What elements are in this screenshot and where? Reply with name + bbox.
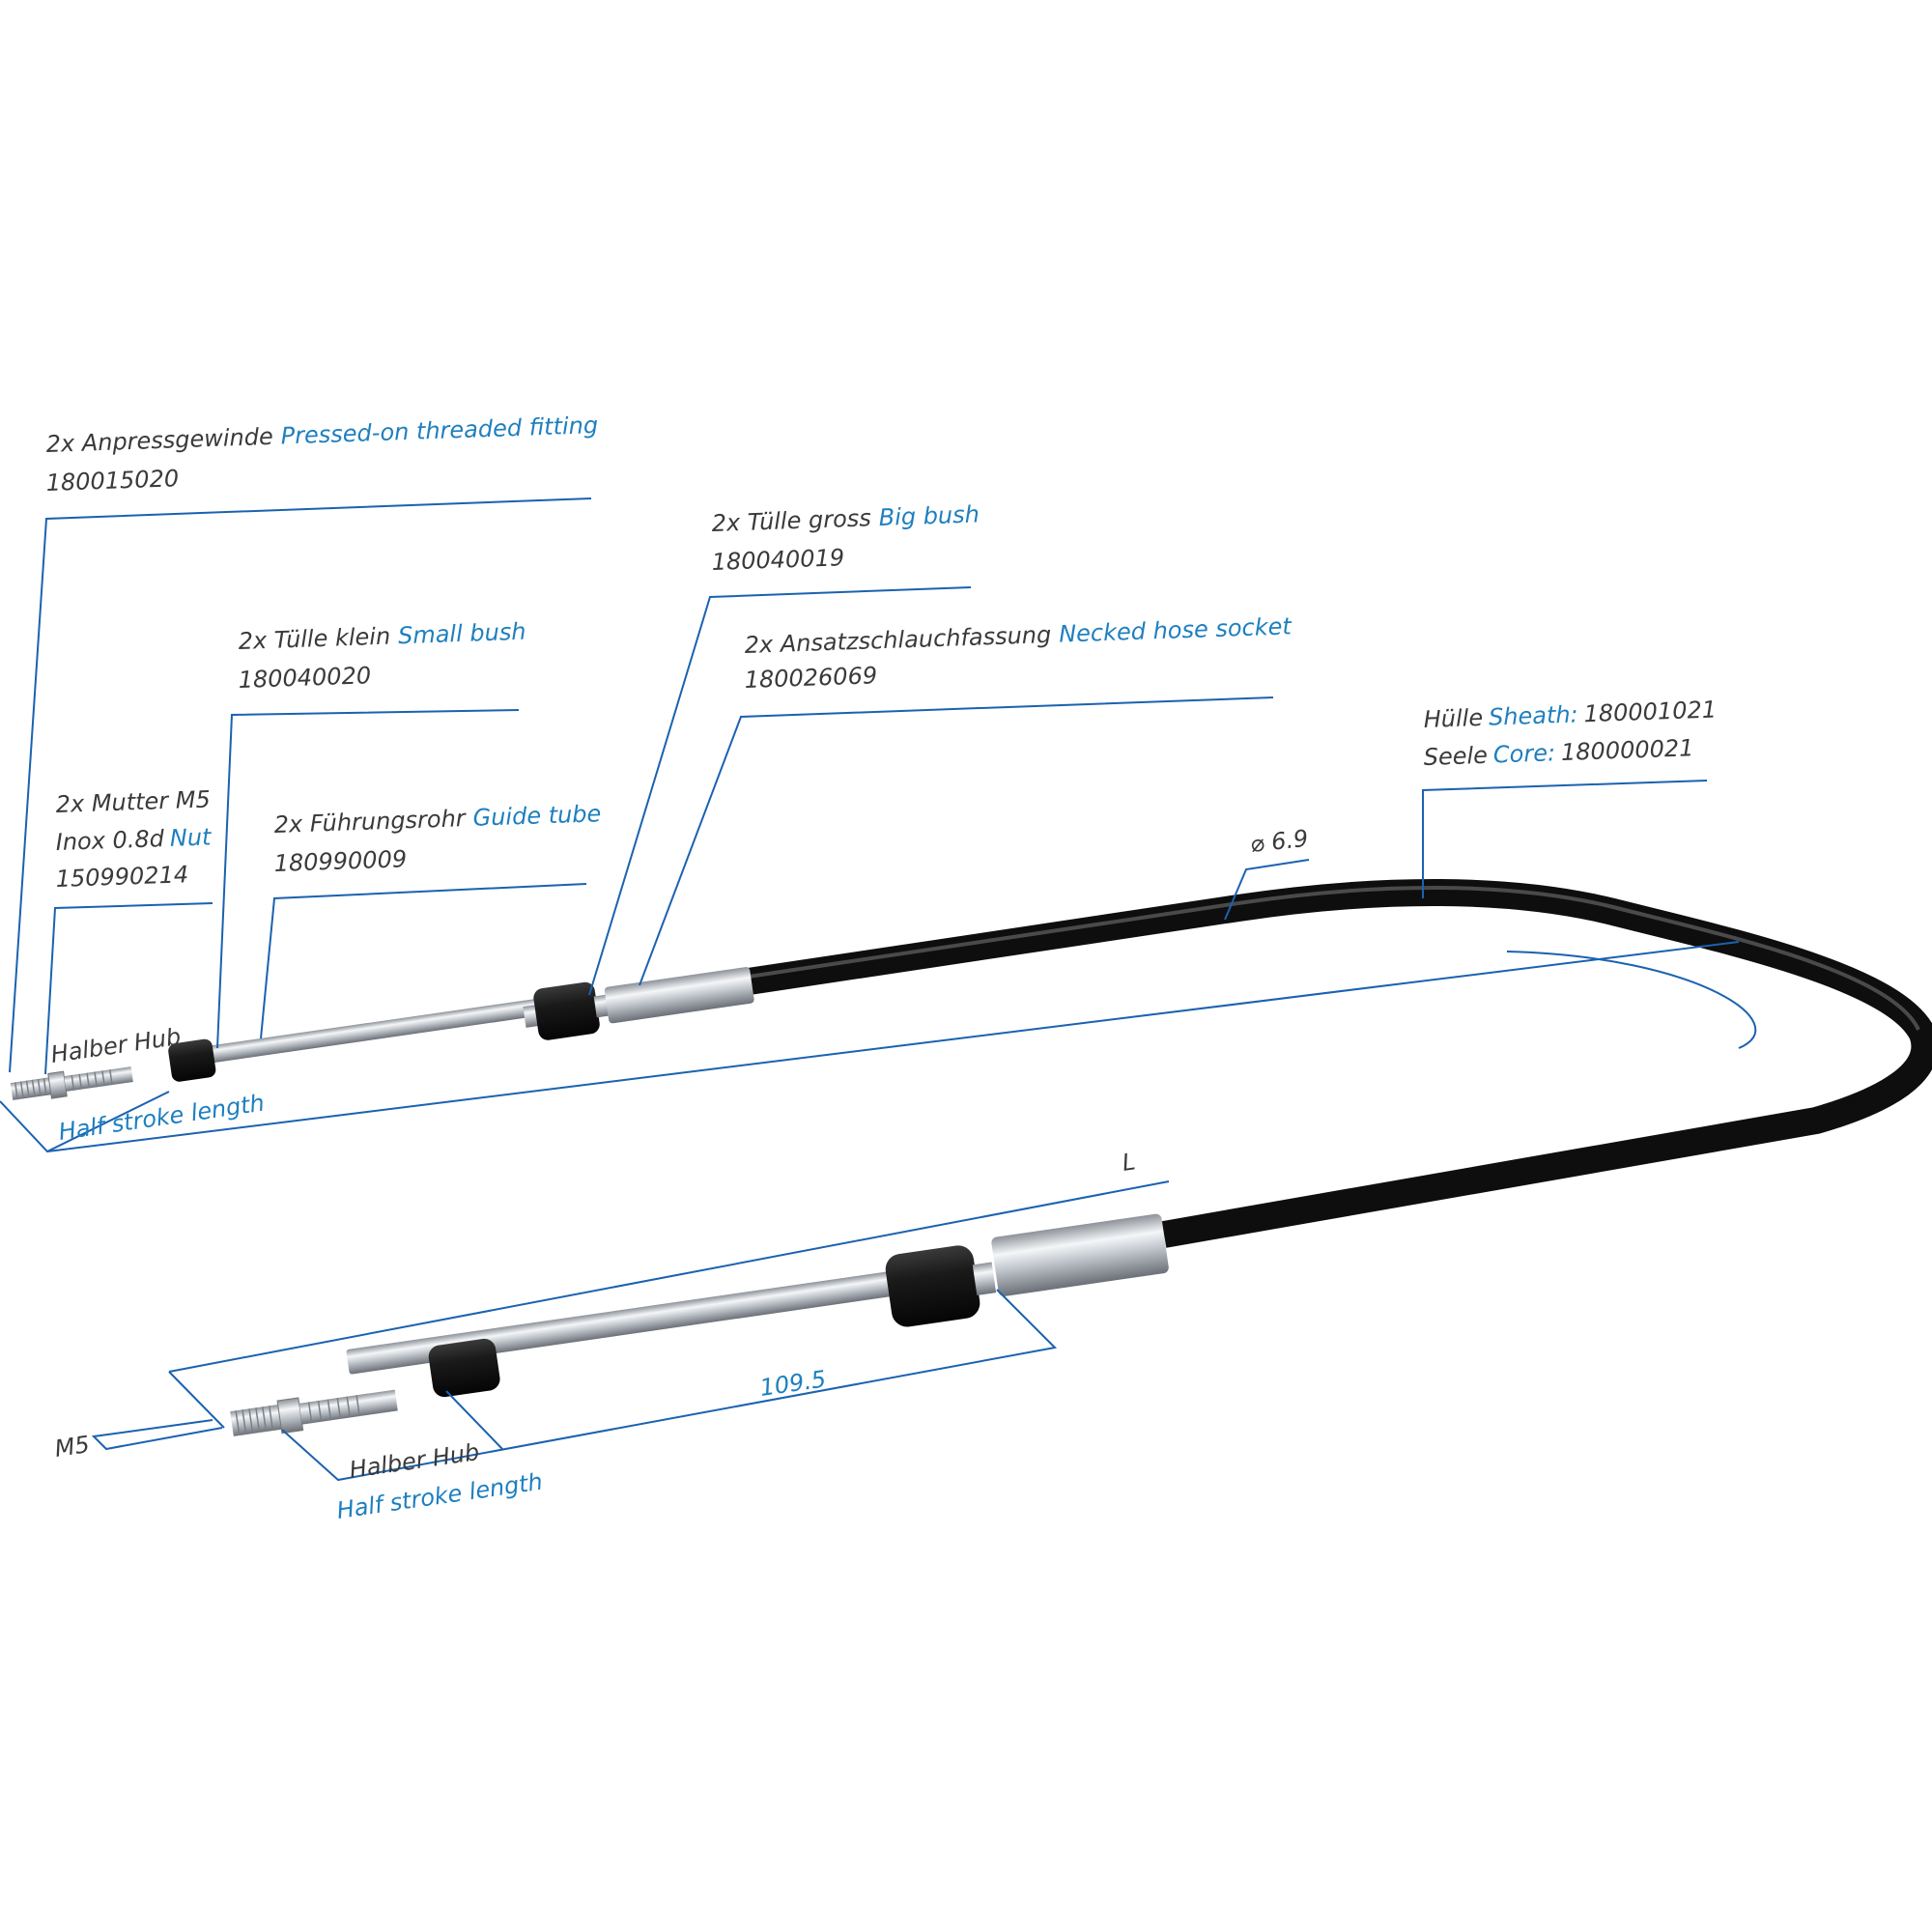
bottom-threaded-fitting [230,1389,398,1436]
dim-m5 [91,1419,223,1451]
label-hose-socket-number: 180026069 [744,662,877,694]
leader-sheath-core [1422,780,1708,898]
label-half-stroke-top-de: Halber Hub [49,1023,183,1068]
label-guide-tube-number: 180990009 [273,845,407,877]
bottom-big-bush [885,1245,997,1327]
label-small-bush-number: 180040020 [238,662,371,694]
leader-lines [0,497,1757,1482]
bottom-hose-socket [991,1213,1169,1296]
dim-socket-length [281,1289,1058,1482]
leader-hose-socket [639,696,1274,986]
bottom-small-bush [428,1338,500,1398]
leader-big-bush [588,586,972,996]
dim-half-stroke-bottom [445,1390,503,1450]
leader-small-bush [216,709,520,1049]
label-nut-number: 150990214 [55,861,188,893]
dim-length-end [1506,951,1757,1049]
label-thread-size: M5 [53,1431,92,1463]
sheath-cable [746,879,1932,1248]
label-socket-length: 109.5 [758,1365,828,1402]
top-threaded-fitting [10,1066,133,1100]
top-big-bush [523,981,611,1040]
leader-nut [44,902,213,1075]
leader-guide-tube [260,883,587,1039]
label-diameter: ⌀ 6.9 [1249,825,1310,858]
leader-diameter [1224,859,1310,921]
label-big-bush-number: 180040019 [711,544,844,576]
top-hose-socket [604,967,754,1024]
label-threaded-fitting-number: 180015020 [45,465,179,497]
top-small-bush [168,1038,216,1082]
dim-length-bottom [168,1180,1170,1373]
top-end-assembly [10,967,754,1100]
leader-threaded-fitting [9,497,592,1073]
top-guide-tube [173,999,539,1068]
label-length: L [1121,1148,1137,1177]
dim-length-bottom-end [168,1371,225,1429]
dim-length-line [46,941,1740,1152]
bottom-end-assembly [230,1213,1169,1436]
label-nut-line1: 2x Mutter M5 [55,785,211,818]
label-half-stroke-bottom-de: Halber Hub [348,1438,481,1484]
